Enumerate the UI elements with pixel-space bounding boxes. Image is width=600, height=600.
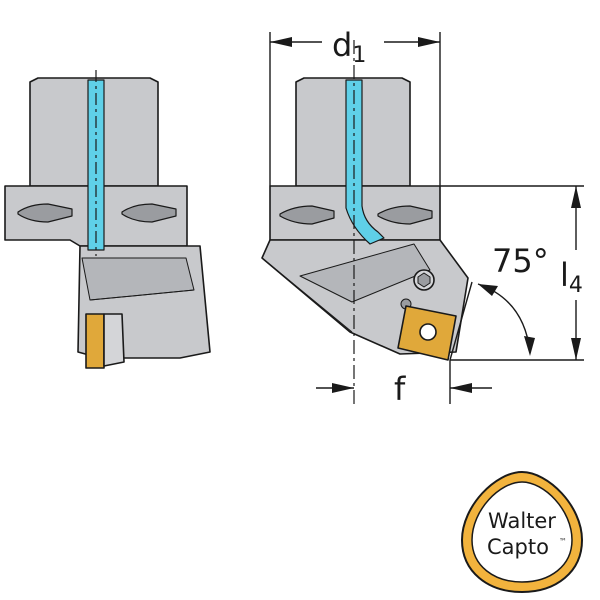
f-arrow-left	[332, 383, 354, 393]
angle-ref-line	[449, 281, 473, 361]
side-head-edge	[89, 289, 195, 301]
label-l4: l4	[560, 256, 583, 298]
side-insert	[85, 313, 105, 369]
front-head-edge	[261, 257, 353, 333]
badge-line2: Capto	[487, 535, 549, 559]
side-clamp	[103, 313, 125, 367]
label-angle: 75°	[492, 242, 549, 280]
d1-arrow-right	[418, 37, 440, 47]
l4-arrow-bottom	[571, 338, 581, 360]
angle-arrow-top	[478, 284, 498, 296]
front-slot-left	[279, 205, 335, 225]
front-coolant-channel	[345, 79, 385, 245]
dimension-arrowheads	[270, 37, 581, 393]
front-view	[261, 40, 469, 404]
badge-trademark: ™	[559, 537, 567, 546]
angle-arrow-bottom	[524, 336, 535, 356]
side-view	[4, 70, 211, 369]
badge-line1: Walter	[488, 509, 556, 533]
side-slot-left	[17, 203, 73, 223]
front-head-facet	[299, 243, 431, 303]
front-screw-hex	[417, 272, 431, 288]
d1-arrow-left	[270, 37, 292, 47]
angle-arc	[477, 283, 531, 353]
walter-capto-logo: Walter Capto ™	[460, 470, 584, 594]
f-arrow-right	[450, 383, 472, 393]
front-insert-hole	[419, 323, 437, 341]
side-slot-right	[121, 203, 177, 223]
front-slot-right	[377, 205, 433, 225]
label-f: f	[394, 370, 406, 408]
l4-arrow-top	[571, 186, 581, 208]
label-d1: d1	[332, 26, 366, 68]
badge-inner	[471, 481, 573, 583]
